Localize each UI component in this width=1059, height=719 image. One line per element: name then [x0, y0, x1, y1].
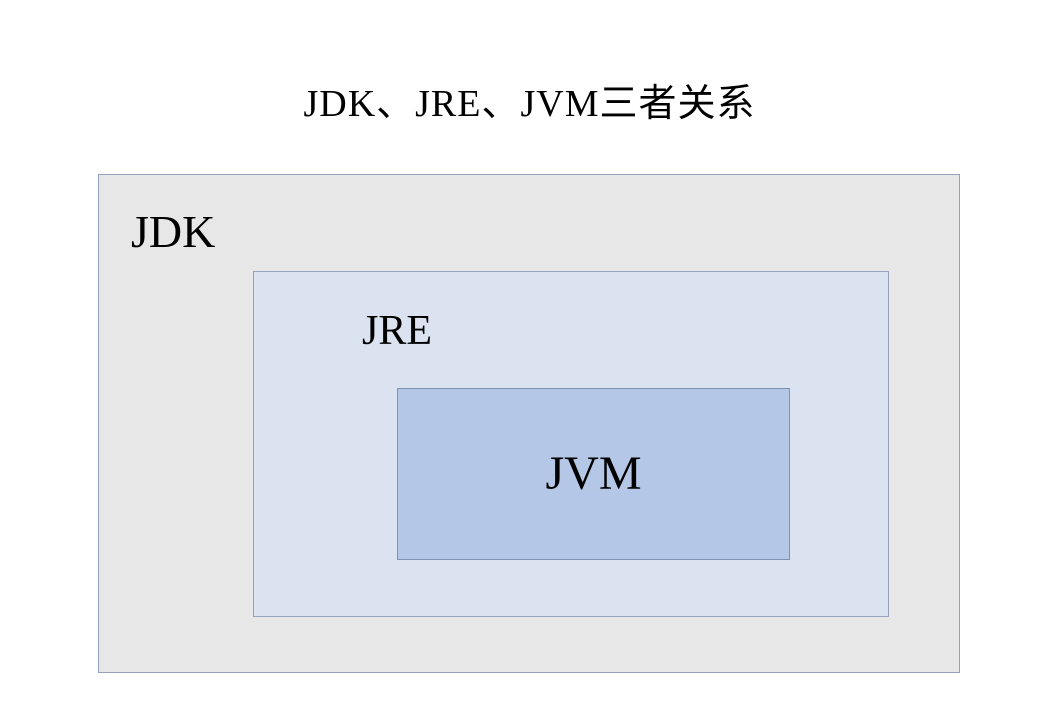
jdk-label: JDK — [131, 206, 216, 257]
diagram-title: JDK、JRE、JVM三者关系 — [303, 83, 756, 125]
jre-label: JRE — [362, 308, 433, 354]
jdk-box: JDK JRE JVM — [98, 174, 960, 673]
jre-box: JRE JVM — [253, 271, 889, 617]
jvm-label: JVM — [545, 447, 642, 500]
jvm-box: JVM — [397, 388, 790, 560]
